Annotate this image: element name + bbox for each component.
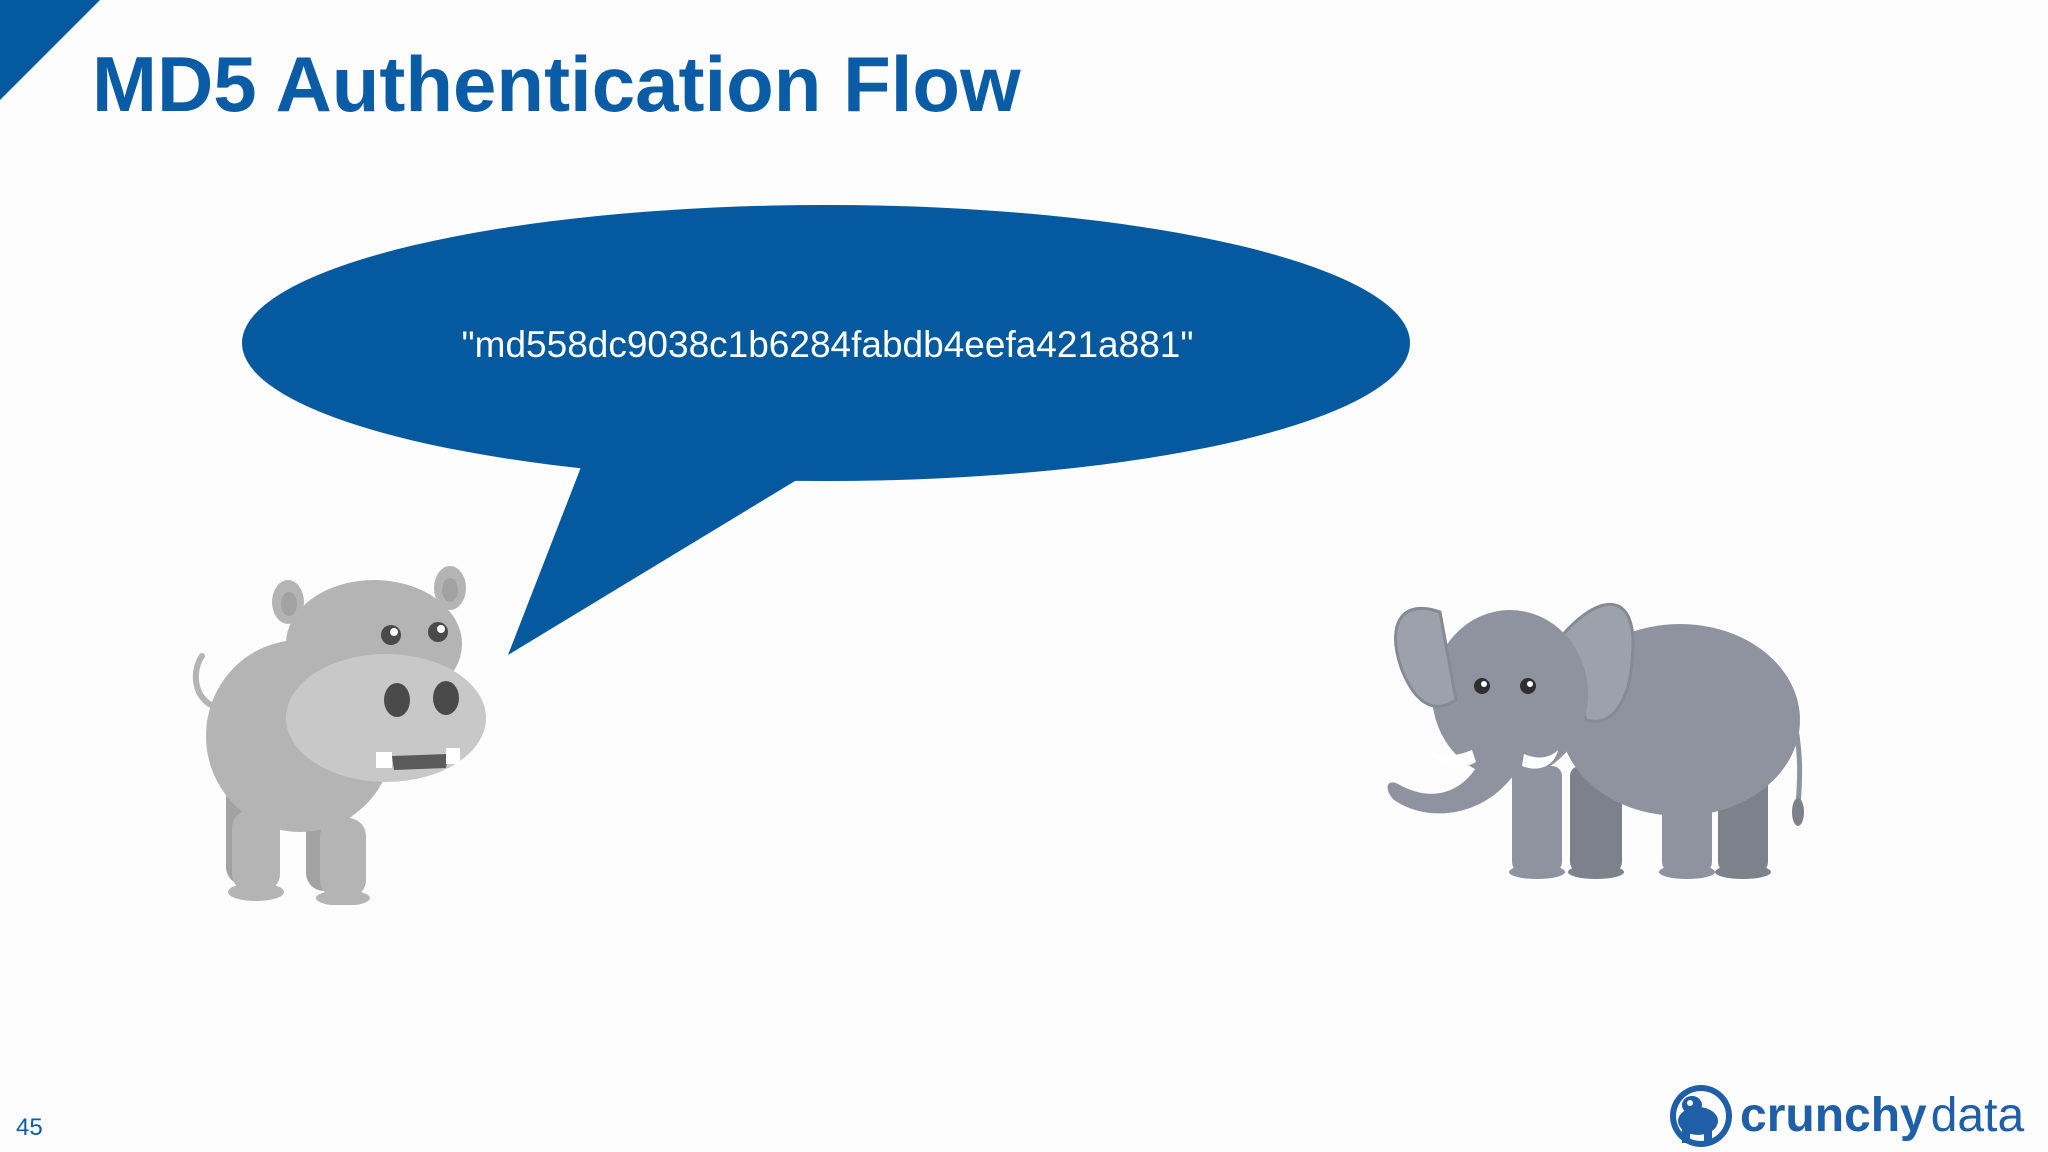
slide-title: MD5 Authentication Flow [92, 40, 1021, 128]
logo-word-data: data [1930, 1089, 2025, 1142]
elephant-icon [1387, 602, 1804, 879]
crunchy-hippo-mark-icon [1670, 1085, 1732, 1147]
crunchy-data-logo: crunchy data [1668, 1080, 2024, 1152]
page-number: 45 [16, 1114, 43, 1141]
speech-bubble-text: "md558dc9038c1b6284fabdb4eefa421a881" [461, 324, 1194, 365]
speech-bubble-shape [242, 205, 1410, 655]
logo-word-crunchy: crunchy [1740, 1089, 1927, 1142]
speech-bubble [242, 205, 1410, 655]
corner-accent [0, 0, 100, 100]
hippo-icon [192, 566, 486, 905]
